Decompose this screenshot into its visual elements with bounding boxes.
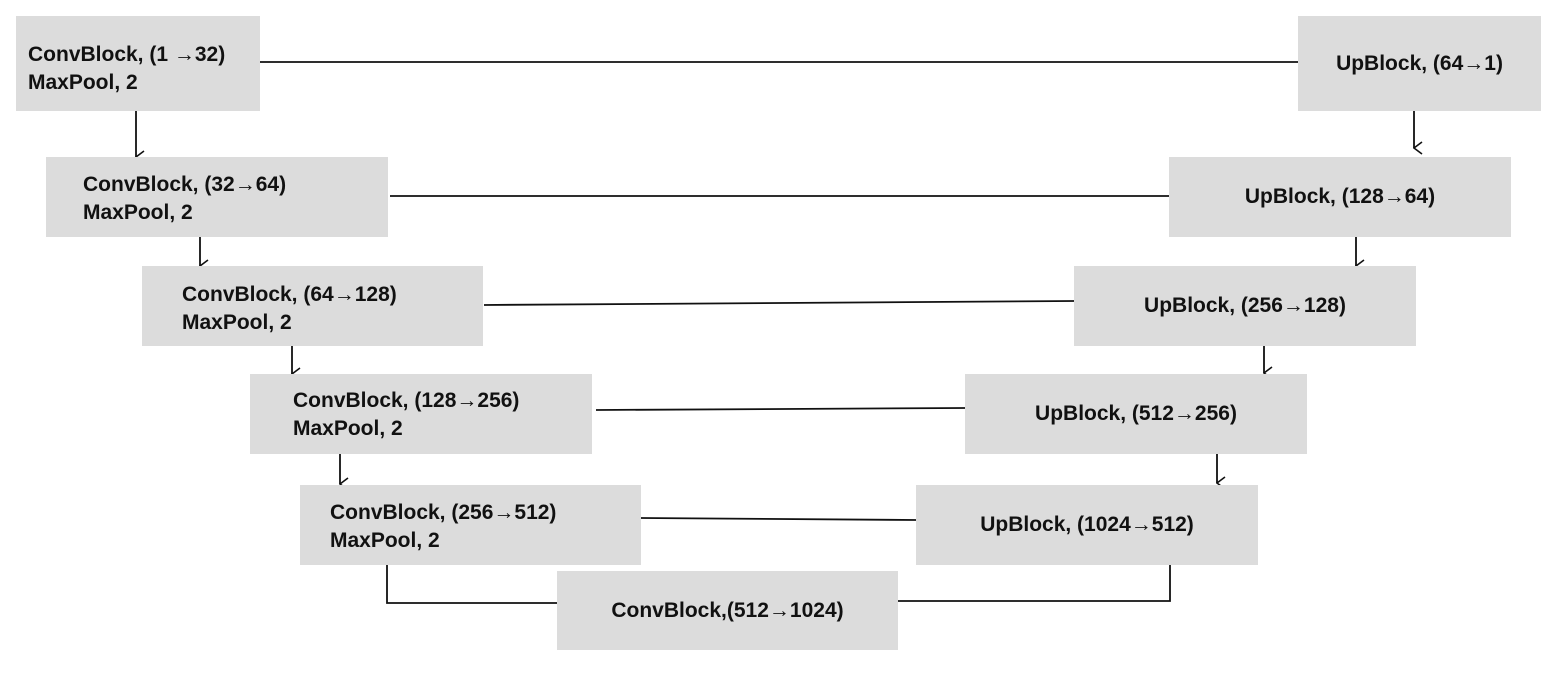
encoder-block-label: ConvBlock, (64→128) <box>182 283 397 306</box>
decoder-block-label: UpBlock, (512→256) <box>1035 402 1237 425</box>
decoder-block-4: UpBlock, (1024→512) <box>916 485 1258 565</box>
encoder-block-label: ConvBlock, (128→256) <box>293 389 520 412</box>
encoder-block-label: ConvBlock, (256→512) <box>330 501 557 524</box>
encoder-block-3: ConvBlock, (128→256) MaxPool, 2 <box>250 374 592 454</box>
encoder-pool-label: MaxPool, 2 <box>182 311 292 334</box>
bottleneck-input-connector <box>386 565 557 604</box>
decoder-block-label: UpBlock, (1024→512) <box>980 513 1194 536</box>
decoder-block-0: UpBlock, (64→1) <box>1298 16 1541 111</box>
encoder-block-2: ConvBlock, (64→128) MaxPool, 2 <box>142 266 483 346</box>
encoder-block-label: ConvBlock, (32→64) <box>83 173 287 196</box>
encoder-pool-label: MaxPool, 2 <box>28 71 138 94</box>
decoder-block-label: UpBlock, (64→1) <box>1336 51 1503 75</box>
decoder-block-1: UpBlock, (128→64) <box>1169 157 1511 237</box>
decoder-block-label: UpBlock, (256→128) <box>1144 294 1346 317</box>
decoder-block-3: UpBlock, (512→256) <box>965 374 1307 454</box>
decoder-block-2: UpBlock, (256→128) <box>1074 266 1416 346</box>
encoder-block-1: ConvBlock, (32→64) MaxPool, 2 <box>46 157 388 237</box>
encoder-block-4: ConvBlock, (256→512) MaxPool, 2 <box>300 485 641 565</box>
bottleneck-block-label: ConvBlock,(512→1024) <box>611 598 844 622</box>
encoder-pool-label: MaxPool, 2 <box>330 529 440 552</box>
skip-connection-2 <box>483 300 1075 306</box>
skip-connection-4 <box>640 517 917 521</box>
bottleneck-block: ConvBlock,(512→1024) <box>557 571 898 650</box>
skip-connection-3 <box>595 407 966 411</box>
decoder-block-label: UpBlock, (128→64) <box>1244 185 1436 208</box>
encoder-pool-label: MaxPool, 2 <box>83 201 193 224</box>
bottleneck-output-connector <box>898 565 1171 602</box>
encoder-block-0: ConvBlock, (1 →32) MaxPool, 2 <box>16 16 260 111</box>
encoder-block-label: ConvBlock, (1 →32) <box>28 43 226 66</box>
encoder-pool-label: MaxPool, 2 <box>293 417 403 440</box>
